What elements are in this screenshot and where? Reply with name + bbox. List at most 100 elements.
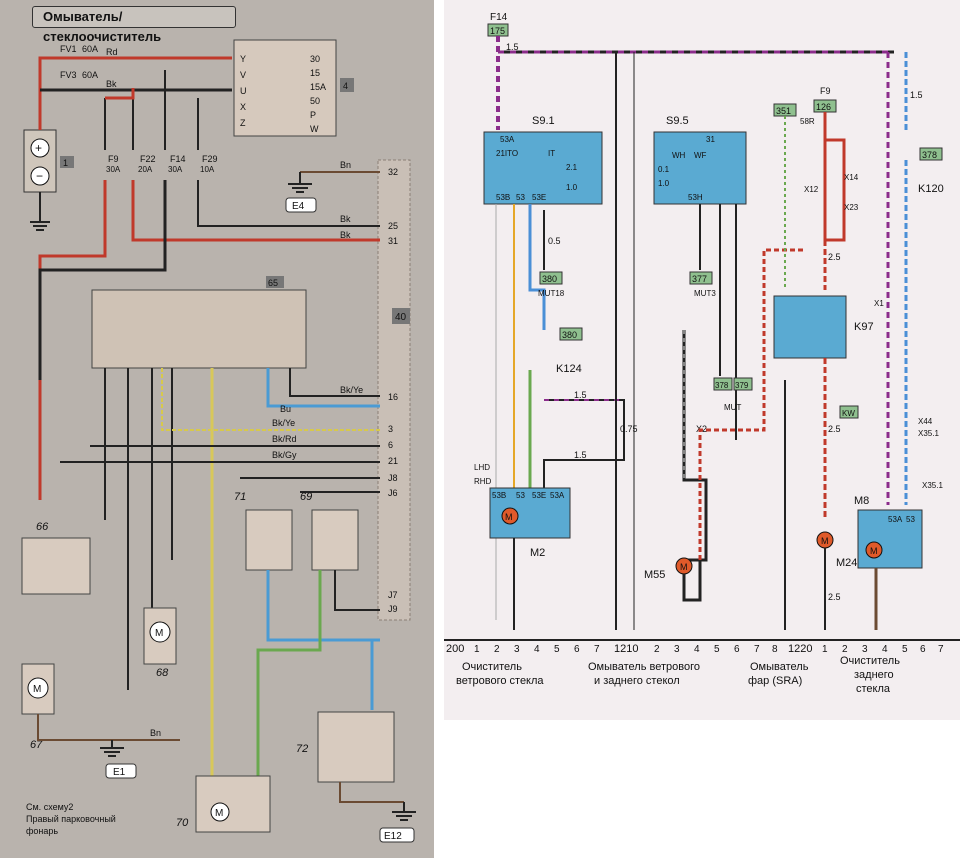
svg-text:2: 2	[654, 644, 660, 655]
svg-text:U: U	[240, 86, 247, 96]
svg-text:M: M	[505, 512, 513, 522]
svg-text:3: 3	[862, 644, 868, 655]
relay-k97	[773, 295, 847, 359]
battery-minus-icon	[30, 166, 50, 186]
switch-s95	[653, 131, 747, 205]
svg-text:M: M	[33, 684, 41, 695]
svg-text:379: 379	[735, 381, 749, 390]
svg-text:1.5: 1.5	[506, 42, 519, 52]
svg-text:69: 69	[300, 491, 312, 503]
svg-text:1.5: 1.5	[910, 90, 923, 100]
motor-m2-label: M2	[530, 547, 545, 559]
svg-text:53A: 53A	[500, 135, 515, 144]
svg-text:F9: F9	[108, 154, 119, 164]
svg-text:+: +	[35, 141, 42, 155]
svg-text:X44: X44	[918, 417, 933, 426]
caption-1-line-1: Очиститель	[462, 661, 522, 673]
svg-text:1: 1	[822, 644, 828, 655]
connector-40-strip	[377, 159, 411, 621]
svg-text:J7: J7	[388, 590, 398, 600]
svg-text:8: 8	[772, 644, 778, 655]
connector-40-badge	[392, 308, 410, 324]
svg-text:0.5: 0.5	[548, 236, 561, 246]
svg-text:6: 6	[388, 440, 393, 450]
svg-text:126: 126	[816, 102, 831, 112]
svg-text:FV3: FV3	[60, 70, 77, 80]
svg-text:MUT18: MUT18	[538, 289, 565, 298]
svg-text:MUT: MUT	[724, 403, 741, 412]
svg-text:3: 3	[388, 424, 393, 434]
svg-text:377: 377	[692, 274, 707, 284]
svg-text:66: 66	[36, 521, 49, 533]
svg-text:1: 1	[63, 158, 68, 168]
svg-text:Bk: Bk	[340, 230, 351, 240]
relay-71	[245, 509, 293, 571]
svg-text:7: 7	[938, 644, 944, 655]
svg-text:WF: WF	[694, 151, 707, 160]
svg-text:M: M	[680, 562, 688, 572]
svg-text:M: M	[821, 536, 829, 546]
svg-text:Rd: Rd	[106, 47, 118, 57]
caption-2-line-2: и заднего стекол	[594, 675, 680, 687]
svg-text:W: W	[310, 124, 319, 134]
svg-text:378: 378	[715, 381, 729, 390]
svg-text:7: 7	[754, 644, 760, 655]
svg-text:0.1: 0.1	[658, 165, 670, 174]
svg-text:21: 21	[388, 456, 398, 466]
svg-text:380: 380	[562, 330, 577, 340]
svg-text:F14: F14	[170, 154, 186, 164]
svg-text:Bk: Bk	[106, 79, 117, 89]
caption-3-line-1: Омыватель	[750, 661, 809, 673]
svg-text:4: 4	[882, 644, 888, 655]
motor-m24-label: M24	[836, 557, 857, 569]
svg-text:20A: 20A	[138, 165, 153, 174]
caption-4-line-1: Очиститель	[840, 655, 900, 667]
note-line-2: Правый парковочный	[26, 814, 116, 824]
svg-text:53: 53	[906, 515, 915, 524]
svg-text:E12: E12	[384, 831, 402, 842]
svg-text:Z: Z	[240, 118, 246, 128]
svg-text:53B: 53B	[496, 193, 510, 202]
svg-text:F9: F9	[820, 86, 831, 96]
motor-m55-label: M55	[644, 569, 665, 581]
svg-text:2.5: 2.5	[828, 252, 841, 262]
svg-text:Bk/Rd: Bk/Rd	[272, 434, 297, 444]
switch-s95-label: S9.5	[666, 115, 689, 127]
svg-text:Bu: Bu	[280, 404, 291, 414]
svg-text:53: 53	[516, 491, 525, 500]
svg-text:65: 65	[268, 278, 278, 288]
svg-text:Bk/Gy: Bk/Gy	[272, 450, 297, 460]
svg-text:53: 53	[516, 193, 525, 202]
svg-text:X23: X23	[844, 203, 859, 212]
svg-text:25: 25	[388, 221, 398, 231]
svg-text:Bk: Bk	[340, 214, 351, 224]
svg-text:2.1: 2.1	[566, 163, 578, 172]
svg-text:F22: F22	[140, 154, 156, 164]
svg-text:2: 2	[842, 644, 848, 655]
svg-text:0.75: 0.75	[620, 424, 638, 434]
battery-plus-icon	[30, 138, 50, 158]
svg-text:30: 30	[310, 54, 320, 64]
motor-m8-label: M8	[854, 495, 869, 507]
svg-text:10A: 10A	[200, 165, 215, 174]
svg-text:2.5: 2.5	[828, 592, 841, 602]
svg-text:1.0: 1.0	[566, 183, 578, 192]
svg-text:2.5: 2.5	[828, 424, 841, 434]
relay-k124: K124	[556, 363, 582, 375]
fuse-top-id: F14	[490, 12, 508, 23]
svg-text:WH: WH	[672, 151, 686, 160]
left-wiring-diagram: Омыватель/стеклоочиститель 40 + − 1 FV1 …	[0, 0, 434, 858]
svg-text:70: 70	[176, 817, 189, 829]
caption-4-line-2: заднего	[854, 669, 894, 681]
svg-text:X35.1: X35.1	[918, 429, 939, 438]
svg-text:30A: 30A	[168, 165, 183, 174]
svg-text:V: V	[240, 70, 246, 80]
svg-text:380: 380	[542, 274, 557, 284]
relay-k120: K120	[918, 183, 944, 195]
svg-text:4: 4	[343, 81, 348, 91]
svg-text:31: 31	[388, 236, 398, 246]
svg-text:7: 7	[594, 644, 600, 655]
svg-text:3: 3	[514, 644, 520, 655]
ignition-switch	[233, 39, 337, 137]
relay-72	[317, 711, 395, 783]
